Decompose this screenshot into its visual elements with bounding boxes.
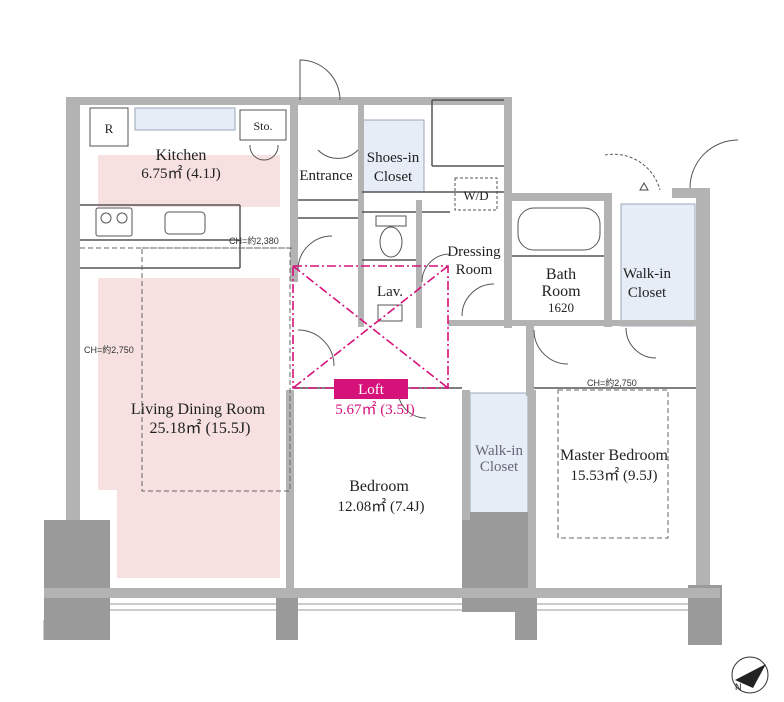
entrance-label: Entrance [299, 168, 353, 184]
wall-entrance-left [290, 97, 298, 282]
door-swings [249, 59, 739, 419]
wall-bottom-column-a [276, 590, 298, 640]
lav-label: Lav. [377, 284, 403, 300]
walkin-bottom-fill [469, 392, 529, 514]
ch-kitchen: CH=約2,380 [229, 235, 279, 246]
toilet-bowl [379, 226, 403, 258]
dressing-line2: Room [456, 262, 493, 278]
wall-core-mid [358, 97, 364, 327]
walkin-top-line2: Closet [628, 285, 667, 301]
walls [44, 97, 722, 645]
wall-corridor-bottom [448, 320, 708, 326]
lav-sink [377, 304, 403, 322]
wall-top-left [66, 97, 298, 105]
dressing-line1: Dressing [447, 244, 501, 260]
wall-bedroom-left [286, 390, 294, 595]
master-name: Master Bedroom [560, 447, 669, 464]
wall-left [66, 97, 80, 587]
loft-outline [292, 265, 449, 389]
ldk-name: Living Dining Room [131, 401, 266, 418]
kitchen-area: 6.75㎡ (4.1J) [141, 165, 221, 182]
wall-corridor-right [526, 326, 534, 396]
wall-bath-top [504, 193, 608, 201]
wall-core-right [504, 97, 512, 197]
loft-badge [334, 379, 408, 399]
room-labels: Kitchen 6.75㎡ (4.1J) Living Dining Room … [131, 147, 672, 515]
refrigerator-label: R [105, 121, 114, 136]
bath-size: 1620 [548, 300, 574, 315]
wall-master-left [528, 390, 536, 590]
wall-bath-right [604, 193, 612, 327]
wall-dressing-right [504, 200, 512, 328]
bedroom-area: 12.08㎡ (7.4J) [337, 498, 424, 515]
living-floor-highlight-lower [117, 488, 280, 578]
wall-lav-right [416, 200, 422, 328]
walkin-top-fill [620, 203, 696, 327]
entry-triangle-icon [639, 181, 649, 191]
shoes-closet-fill [361, 119, 425, 193]
wall-left-column [44, 520, 110, 640]
wd-label: W/D [463, 188, 488, 203]
storage-label: Sto. [253, 119, 272, 133]
refrigerator-box [89, 107, 129, 147]
walkin-top-line1: Walk-in [623, 266, 671, 282]
kitchen-fixtures [89, 107, 287, 237]
ceiling-notes: CH=約2,380 CH=約2,750 CH=約2,750 [84, 235, 637, 388]
toilet-tank [375, 215, 407, 227]
wall-entrance-top [298, 97, 358, 105]
walkin-bottom-line2: Closet [480, 459, 519, 475]
master-area: 15.53㎡ (9.5J) [570, 467, 657, 484]
cooktop [95, 207, 133, 237]
ceiling-outlines [80, 247, 669, 539]
partitions [80, 99, 696, 389]
ch-living: CH=約2,750 [84, 344, 134, 355]
ldk-area: 25.18㎡ (15.5J) [150, 419, 251, 437]
wall-bottom [44, 588, 720, 598]
ch-master: CH=約2,750 [587, 377, 637, 388]
shoes-closet-line2: Closet [374, 169, 413, 185]
loft-area: 5.67㎡ (3.5J) [335, 401, 415, 418]
kitchen-floor-highlight [98, 155, 280, 207]
compass-label: N [735, 682, 742, 692]
wall-right-top [672, 188, 708, 198]
wall-bedroom-right [462, 390, 470, 520]
loft-name: Loft [358, 382, 385, 398]
washer-box [454, 177, 498, 211]
wall-core-top [358, 97, 512, 105]
shoes-closet-line1: Shoes-in [367, 150, 420, 166]
bath-line2: Room [541, 283, 581, 300]
bath-fixtures [375, 177, 601, 322]
kitchen-name: Kitchen [156, 147, 207, 164]
wall-right [696, 188, 710, 588]
living-floor-highlight [98, 278, 280, 490]
bedroom-name: Bedroom [349, 478, 409, 495]
window-rails [43, 603, 688, 640]
walkin-bottom-line1: Walk-in [475, 443, 523, 459]
wall-bottom-column-b [515, 590, 537, 640]
north-compass-icon: N [731, 656, 769, 694]
bathtub [517, 207, 601, 251]
kitchen-upper-cabinet [134, 107, 236, 131]
bath-line1: Bath [546, 266, 576, 283]
storage-box [239, 109, 287, 141]
kitchen-sink [164, 211, 206, 235]
